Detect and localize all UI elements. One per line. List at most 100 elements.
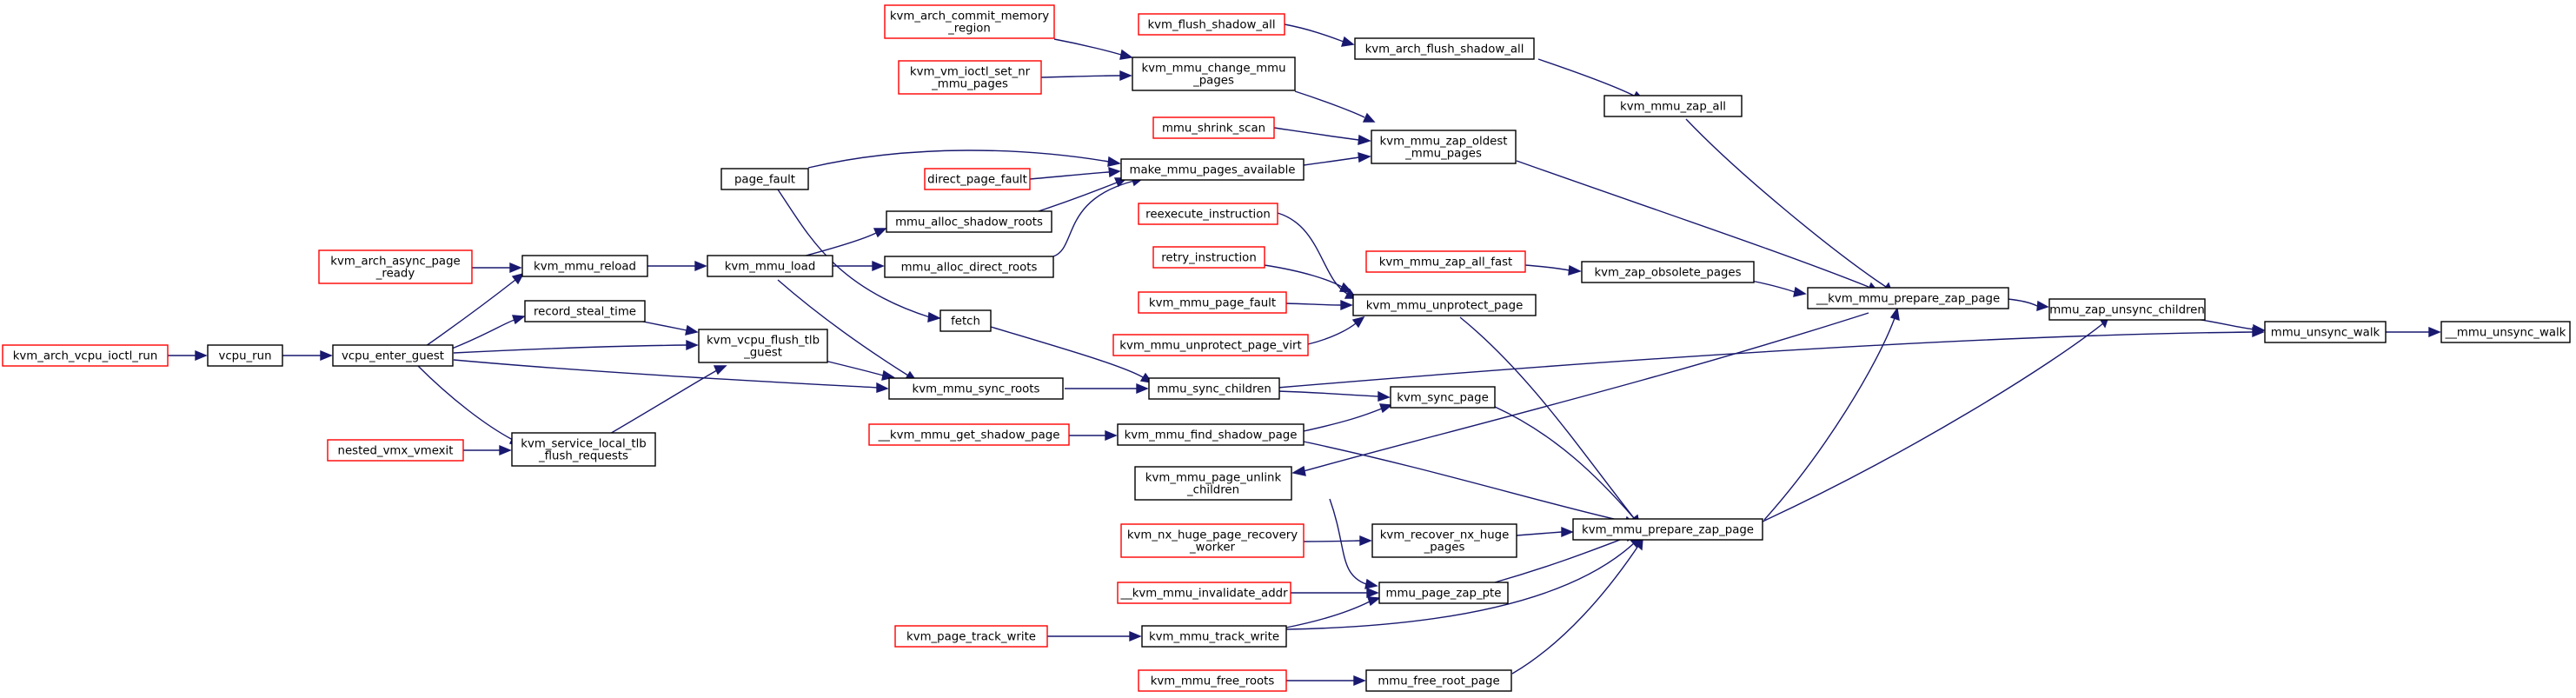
node-box — [1354, 37, 1535, 60]
node-label: mmu_alloc_shadow_roots — [895, 216, 1043, 229]
function-node-direct-page-fault[interactable]: direct_page_fault — [924, 168, 1031, 190]
node-label: _guest — [743, 347, 782, 360]
function-node-kvm-mmu-track-write[interactable]: kvm_mmu_track_write — [1141, 625, 1287, 648]
edge-kvm_mmu_reload-to-kvm_mmu_load — [647, 260, 707, 272]
node-box — [1581, 261, 1755, 283]
node-label: kvm_page_track_write — [906, 631, 1036, 644]
node-box — [886, 210, 1052, 233]
function-node-kvm-sync-page[interactable]: kvm_sync_page — [1390, 386, 1496, 409]
function-node-kvm-mmu-prepare-zap-page-u[interactable]: __kvm_mmu_prepare_zap_page — [1807, 287, 2009, 309]
function-node-kvm-arch-async-page-ready[interactable]: kvm_arch_async_page_ready — [318, 249, 473, 284]
edge-kvm_page_track_write-to-kvm_mmu_track_write — [1047, 630, 1142, 642]
node-box — [698, 329, 828, 363]
edge-kvm_mmu_prepare_zap_page-to-mmu_zap_unsync_children — [1762, 315, 2110, 522]
function-node-kvm-mmu-unprotect-page-virt[interactable]: kvm_mmu_unprotect_page_virt — [1112, 334, 1309, 356]
node-label: kvm_service_local_tlb — [521, 438, 646, 451]
function-nodes: __mmu_unsync_walkmmu_unsync_walkmmu_zap_… — [2, 4, 2571, 692]
edge-vcpu_enter_guest-to-kvm_mmu_sync_roots — [453, 359, 889, 393]
function-node-fetch[interactable]: fetch — [939, 309, 992, 332]
node-label: reexecute_instruction — [1145, 209, 1271, 222]
function-node-kvm-mmu-reload[interactable]: kvm_mmu_reload — [521, 255, 648, 277]
function-node-kvm-mmu-invalidate-addr-u[interactable]: __kvm_mmu_invalidate_addr — [1117, 582, 1291, 604]
node-box — [1390, 386, 1496, 409]
node-box — [327, 439, 464, 462]
edge-make_mmu_pages_available-to-kvm_mmu_zap_oldest — [1303, 152, 1371, 166]
node-box — [207, 344, 283, 367]
function-node-mmu-unsync-walk[interactable]: mmu_unsync_walk — [2264, 321, 2387, 343]
function-node-mmu-free-root-page[interactable]: mmu_free_root_page — [1365, 669, 1512, 692]
node-label: kvm_arch_commit_memory — [890, 10, 1049, 23]
node-box — [1112, 334, 1309, 356]
function-node-kvm-mmu-change-mmu-pages[interactable]: kvm_mmu_change_mmu_pages — [1132, 57, 1296, 91]
function-node-kvm-mmu-prepare-zap-page[interactable]: kvm_mmu_prepare_zap_page — [1572, 518, 1763, 541]
function-node-mmu-shrink-scan[interactable]: mmu_shrink_scan — [1152, 116, 1275, 139]
function-node-kvm-page-track-write[interactable]: kvm_page_track_write — [894, 625, 1048, 648]
function-node-retry-instruction[interactable]: retry_instruction — [1152, 246, 1265, 269]
edge-kvm_service_local_tlb-to-kvm_vcpu_flush_tlb — [607, 365, 727, 435]
function-node-vcpu-run[interactable]: vcpu_run — [207, 344, 283, 367]
edge-record_steal_time-to-kvm_vcpu_flush_tlb — [638, 320, 699, 336]
function-node-kvm-mmu-load[interactable]: kvm_mmu_load — [707, 255, 833, 277]
function-node-kvm-mmu-zap-oldest-mmu-pages[interactable]: kvm_mmu_zap_oldest_mmu_pages — [1371, 130, 1517, 164]
function-node-kvm-recover-nx-huge-pages[interactable]: kvm_recover_nx_huge_pages — [1371, 523, 1517, 558]
function-node-kvm-flush-shadow-all[interactable]: kvm_flush_shadow_all — [1138, 13, 1285, 36]
edge-kvm_mmu_unprotect_page_virt-to-kvm_mmu_unprotect_page — [1307, 316, 1365, 345]
node-box — [1117, 582, 1291, 604]
function-node-mmu-alloc-direct-roots[interactable]: mmu_alloc_direct_roots — [884, 256, 1054, 278]
function-node-vcpu-enter-guest[interactable]: vcpu_enter_guest — [332, 344, 454, 367]
node-box — [707, 255, 833, 277]
edge-page_fault-to-make_mmu_pages_available — [807, 150, 1121, 169]
edge-kvm_flush_shadow_all-to-kvm_arch_flush_shadow_all — [1284, 23, 1355, 47]
function-node-kvm-nx-huge-page-recovery-worker[interactable]: kvm_nx_huge_page_recovery_worker — [1120, 523, 1305, 558]
edge-mmu_free_root_page-to-kvm_mmu_prepare_zap_page — [1511, 537, 1643, 675]
node-label: kvm_mmu_find_shadow_page — [1125, 429, 1298, 442]
function-node-kvm-vm-ioctl-set-nr-mmu-pages[interactable]: kvm_vm_ioctl_set_nr_mmu_pages — [898, 60, 1042, 95]
function-node-kvm-mmu-zap-all-fast[interactable]: kvm_mmu_zap_all_fast — [1365, 250, 1526, 273]
function-node-nested-vmx-vmexit[interactable]: nested_vmx_vmexit — [327, 439, 464, 462]
edge-kvm_recover_nx-to-kvm_mmu_prepare_zap_page — [1516, 526, 1574, 538]
edge-mmu_shrink_scan-to-kvm_mmu_zap_oldest — [1273, 127, 1371, 145]
edge-direct_page_fault-to-make_mmu_pages_available — [1029, 166, 1121, 180]
function-node-kvm-mmu-find-shadow-page[interactable]: kvm_mmu_find_shadow_page — [1117, 423, 1305, 446]
node-label: kvm_vcpu_flush_tlb — [707, 335, 820, 348]
node-box — [1120, 158, 1305, 181]
function-node-kvm-arch-vcpu-ioctl-run[interactable]: kvm_arch_vcpu_ioctl_run — [2, 344, 169, 367]
function-node-kvm-mmu-unprotect-page[interactable]: kvm_mmu_unprotect_page — [1352, 294, 1537, 316]
node-box — [1138, 13, 1285, 36]
function-node-kvm-mmu-page-unlink-children[interactable]: kvm_mmu_page_unlink_children — [1134, 466, 1292, 501]
edge-kvm_mmu_free_roots-to-mmu_free_root_page — [1285, 675, 1366, 687]
function-node-record-steal-time[interactable]: record_steal_time — [524, 300, 646, 322]
function-node-kvm-mmu-page-fault[interactable]: kvm_mmu_page_fault — [1138, 291, 1287, 314]
node-label: kvm_mmu_load — [725, 261, 816, 274]
node-label: record_steal_time — [534, 306, 636, 319]
node-label: kvm_mmu_free_roots — [1151, 675, 1275, 688]
function-node-make-mmu-pages-available[interactable]: make_mmu_pages_available — [1120, 158, 1305, 181]
function-node-kvm-mmu-get-shadow-page-u[interactable]: __kvm_mmu_get_shadow_page — [868, 423, 1070, 446]
node-box — [1138, 291, 1287, 314]
function-node-kvm-mmu-free-roots[interactable]: kvm_mmu_free_roots — [1138, 669, 1287, 692]
function-node-mmu-zap-unsync-children[interactable]: mmu_zap_unsync_children — [2048, 298, 2206, 321]
edge-mmu_alloc_shadow_roots-to-make_mmu_pages_available — [1025, 177, 1128, 216]
function-node-mmu-page-zap-pte[interactable]: mmu_page_zap_pte — [1378, 582, 1509, 604]
node-box — [1138, 203, 1278, 225]
function-node-kvm-vcpu-flush-tlb-guest[interactable]: kvm_vcpu_flush_tlb_guest — [698, 329, 828, 363]
node-label: mmu_alloc_direct_roots — [901, 262, 1038, 275]
node-label: direct_page_fault — [927, 174, 1027, 187]
function-node-kvm-zap-obsolete-pages[interactable]: kvm_zap_obsolete_pages — [1581, 261, 1755, 283]
call-edges — [168, 23, 2441, 687]
function-node-mmu-alloc-shadow-roots[interactable]: mmu_alloc_shadow_roots — [886, 210, 1052, 233]
function-node-kvm-service-local-tlb-flush-requests[interactable]: kvm_service_local_tlb_flush_requests — [511, 432, 656, 467]
edge-kvm_mmu_page_unlink_children-to-mmu_page_zap_pte — [1329, 498, 1378, 589]
node-label: kvm_mmu_page_unlink — [1145, 472, 1282, 485]
node-box — [884, 4, 1055, 39]
function-node-page-fault[interactable]: page_fault — [720, 168, 809, 190]
node-box — [524, 300, 646, 322]
function-node-kvm-arch-flush-shadow-all[interactable]: kvm_arch_flush_shadow_all — [1354, 37, 1535, 60]
edge-kvm_mmu_sync_roots-to-mmu_sync_children — [1065, 382, 1149, 395]
function-node-kvm-mmu-sync-roots[interactable]: kvm_mmu_sync_roots — [888, 377, 1064, 400]
function-node-kvm-arch-commit-memory-region[interactable]: kvm_arch_commit_memory_region — [884, 4, 1055, 39]
function-node-reexecute-instruction[interactable]: reexecute_instruction — [1138, 203, 1278, 225]
function-node-mmu-sync-children[interactable]: mmu_sync_children — [1148, 377, 1280, 400]
node-label: kvm_mmu_track_write — [1149, 631, 1279, 644]
function-node-kvm-mmu-zap-all[interactable]: kvm_mmu_zap_all — [1603, 95, 1743, 117]
